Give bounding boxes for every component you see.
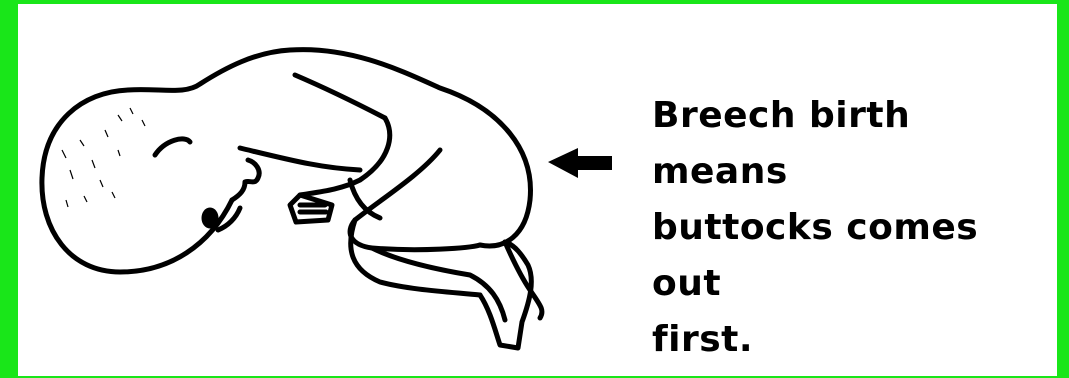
baby-eye [204, 210, 216, 226]
baby-thigh [350, 150, 480, 250]
baby-ear [155, 139, 190, 155]
hair-texture [62, 108, 145, 207]
caption-line-2: buttocks comes out [652, 200, 1042, 312]
baby-arm [300, 118, 390, 195]
left-arrow-icon [548, 148, 612, 178]
caption-line-1: Breech birth means [652, 88, 1042, 200]
caption: Breech birth means buttocks comes out fi… [652, 88, 1042, 368]
baby-face-profile [232, 160, 259, 200]
baby-foot [480, 242, 531, 348]
caption-line-3: first. [652, 312, 1042, 368]
